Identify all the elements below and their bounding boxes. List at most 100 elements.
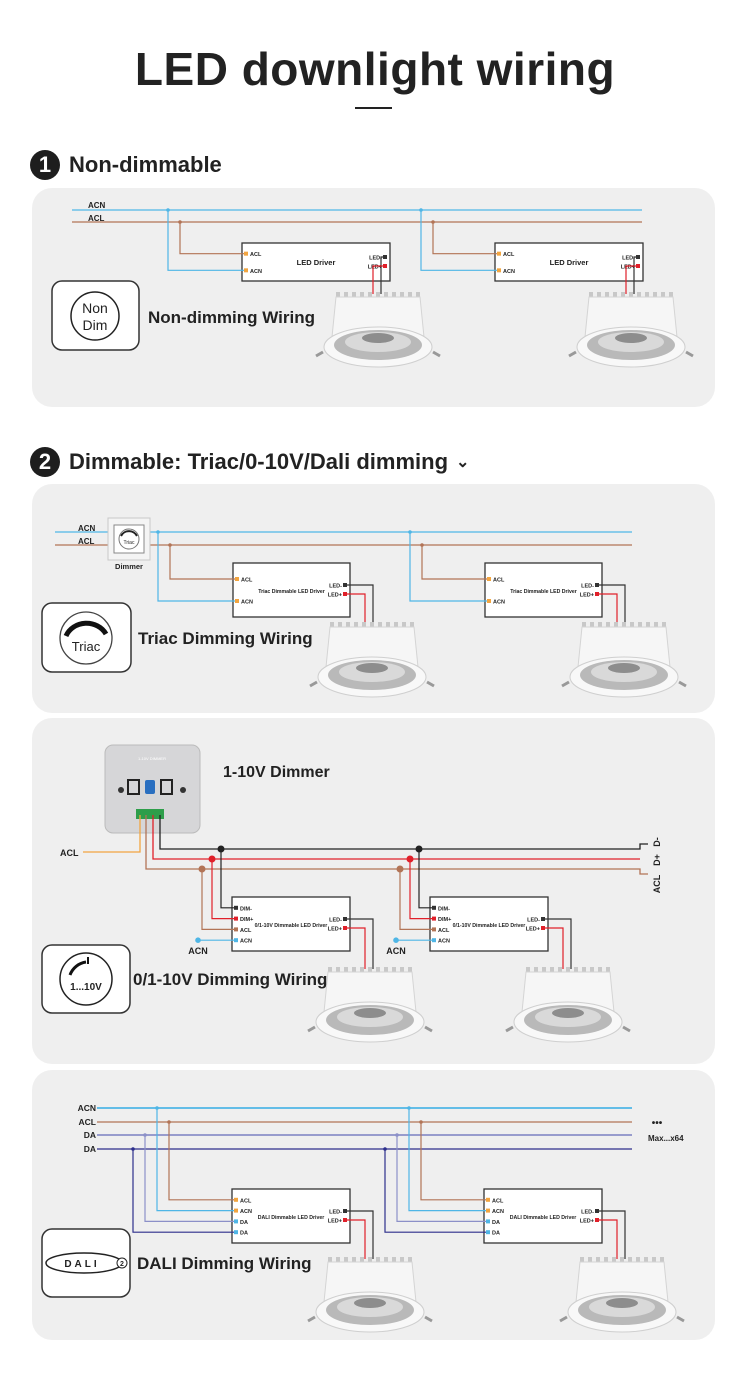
driver-pin-label: ACL bbox=[250, 252, 262, 258]
driver-box bbox=[429, 896, 549, 952]
heatsink-fin bbox=[360, 292, 364, 299]
triac-icon bbox=[59, 611, 113, 665]
dimmer-icon-text: Triac bbox=[124, 540, 135, 546]
heatsink-fin bbox=[376, 1257, 380, 1264]
dimmer-label: Dimmer bbox=[115, 562, 143, 571]
driver-output-label: LED+ bbox=[368, 265, 382, 271]
section-number-badge: 2 bbox=[30, 447, 60, 477]
heatsink-fin bbox=[378, 622, 382, 629]
driver-pin-label: ACN bbox=[438, 939, 450, 945]
driver-pin bbox=[595, 1218, 599, 1222]
driver-pin bbox=[343, 926, 347, 930]
bus-drop bbox=[156, 1108, 234, 1212]
led-downlight-image bbox=[568, 292, 694, 368]
heatsink-fin bbox=[394, 622, 398, 629]
led-plus-wire bbox=[599, 1219, 618, 1259]
driver-pin-label: DA bbox=[492, 1231, 500, 1237]
max-count: Max...x64 bbox=[648, 1134, 684, 1143]
heatsink-fin bbox=[661, 292, 665, 299]
heatsink-fin bbox=[352, 967, 356, 974]
heatsink-fin bbox=[410, 622, 414, 629]
driver-pin bbox=[234, 938, 238, 943]
heatsink-fin bbox=[630, 622, 634, 629]
led-minus-wire bbox=[347, 584, 374, 624]
driver-pin bbox=[343, 1209, 347, 1213]
heatsink-fin bbox=[629, 292, 633, 299]
heatsink-fin bbox=[360, 1257, 364, 1264]
driver-output-label: LED+ bbox=[328, 593, 342, 599]
led-minus-wire bbox=[347, 1210, 374, 1259]
led-lens bbox=[362, 333, 394, 343]
heatsink-fin bbox=[402, 622, 406, 629]
heatsink-fin bbox=[392, 967, 396, 974]
heatsink-fin bbox=[400, 292, 404, 299]
dimmer-arc bbox=[120, 530, 138, 537]
acl-label: ACL bbox=[60, 848, 79, 858]
caption-dali: DALI Dimming Wiring bbox=[137, 1254, 312, 1273]
led-lens bbox=[356, 663, 388, 673]
chevron-down-icon: ⌄ bbox=[456, 454, 470, 471]
led-downlight-image bbox=[307, 1257, 433, 1333]
spring-clip bbox=[307, 1315, 433, 1323]
heatsink-fin bbox=[638, 622, 642, 629]
dimmer-bracket bbox=[127, 779, 140, 795]
led-lens bbox=[552, 1008, 584, 1018]
driver-pin bbox=[432, 916, 436, 921]
triac-arc bbox=[63, 620, 109, 638]
driver-box bbox=[232, 562, 351, 618]
driver-output-label: LED- bbox=[581, 584, 594, 590]
driver-pin bbox=[486, 1208, 490, 1213]
heatsink-fin bbox=[534, 967, 538, 974]
led-plus-wire bbox=[347, 927, 366, 969]
heatsink-fin bbox=[669, 292, 673, 299]
driver-pin-label: DA bbox=[240, 1231, 248, 1237]
non-dim-icon bbox=[70, 291, 120, 341]
spring-clip bbox=[309, 680, 435, 688]
icon-text: Triac bbox=[72, 639, 101, 654]
heatsink-fin bbox=[368, 1257, 372, 1264]
heatsink-fin bbox=[336, 967, 340, 974]
title-underline bbox=[355, 107, 392, 109]
led-downlight-image bbox=[561, 622, 687, 698]
driver-output-label: LED+ bbox=[328, 927, 342, 933]
driver-output-label: LED- bbox=[527, 918, 540, 924]
driver-pin-label: ACL bbox=[438, 928, 450, 934]
dim-minus-drop bbox=[418, 849, 432, 909]
more-dots: ••• bbox=[652, 1118, 663, 1129]
heatsink-fin bbox=[384, 967, 388, 974]
led-lens bbox=[606, 1298, 638, 1308]
heatsink-fin bbox=[376, 967, 380, 974]
heatsink-fin bbox=[400, 1257, 404, 1264]
driver-pin bbox=[234, 927, 238, 932]
heatsink-fin bbox=[605, 292, 609, 299]
dim-plus-line bbox=[152, 815, 640, 860]
driver-pin bbox=[244, 268, 248, 273]
heatsink-fin bbox=[360, 967, 364, 974]
led-plus-wire bbox=[599, 593, 618, 624]
heatsink-fin bbox=[646, 622, 650, 629]
acn-drop bbox=[409, 532, 487, 602]
heatsink-fin bbox=[368, 967, 372, 974]
driver-pin bbox=[486, 1197, 490, 1202]
icon-frame bbox=[41, 944, 131, 1014]
screw bbox=[180, 787, 186, 793]
spring-clip bbox=[307, 1025, 433, 1033]
heatsink-fin bbox=[558, 967, 562, 974]
driver-pin bbox=[244, 251, 248, 256]
dali-badge-text: 2 bbox=[120, 1261, 124, 1268]
driver-pin bbox=[235, 599, 239, 603]
heatsink-fin bbox=[653, 292, 657, 299]
driver-output-label: LED+ bbox=[580, 1219, 594, 1225]
acl-drop bbox=[399, 869, 432, 931]
acl-drop bbox=[421, 545, 487, 580]
heatsink-fin bbox=[408, 1257, 412, 1264]
acn-drop bbox=[420, 210, 497, 271]
driver-pin bbox=[234, 1219, 238, 1224]
led-plus-wire bbox=[372, 265, 387, 294]
heatsink-fin bbox=[352, 292, 356, 299]
heatsink-fin bbox=[598, 967, 602, 974]
